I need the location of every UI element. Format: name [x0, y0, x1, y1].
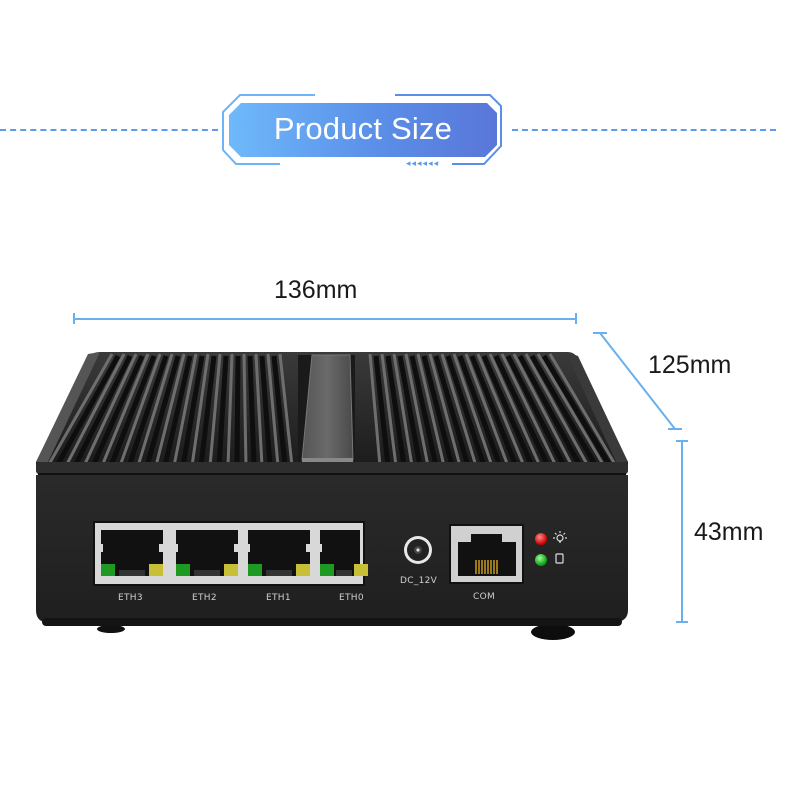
- width-dimension-line: [74, 318, 576, 320]
- page-title: Product Size: [273, 111, 453, 146]
- port-label-eth2: ETH2: [192, 593, 217, 603]
- width-dimension-tick-left: [73, 313, 75, 324]
- port-label-eth0: ETH0: [339, 593, 364, 603]
- width-dimension-tick-right: [575, 313, 577, 324]
- title-badge-frame: [222, 94, 502, 165]
- ethernet-ports: [94, 522, 364, 585]
- disk-led: [535, 554, 547, 566]
- height-dimension-label: 43mm: [694, 518, 764, 546]
- port-label-eth1: ETH1: [266, 593, 291, 603]
- header-divider-left: [0, 129, 218, 131]
- port-label-eth3: ETH3: [118, 593, 143, 603]
- height-dimension-tick-bottom: [676, 621, 688, 623]
- header-divider-right: [512, 129, 776, 131]
- height-dimension-line: [681, 441, 683, 622]
- dc-power-jack: [404, 536, 432, 564]
- power-port-label: DC_12V: [400, 576, 438, 586]
- disk-icon: [555, 553, 565, 564]
- chevron-left-icon: ◂◂◂◂◂◂: [406, 158, 440, 168]
- console-port-label: COM: [473, 592, 496, 602]
- power-led: [535, 533, 547, 545]
- depth-dimension-line: [593, 332, 682, 430]
- title-badge: Product Size: [229, 103, 497, 157]
- com-port: [450, 525, 523, 583]
- light-bulb-icon: [553, 530, 568, 544]
- height-dimension-tick-top: [676, 440, 688, 442]
- width-dimension-label: 136mm: [274, 276, 358, 304]
- depth-dimension-label: 125mm: [648, 351, 732, 379]
